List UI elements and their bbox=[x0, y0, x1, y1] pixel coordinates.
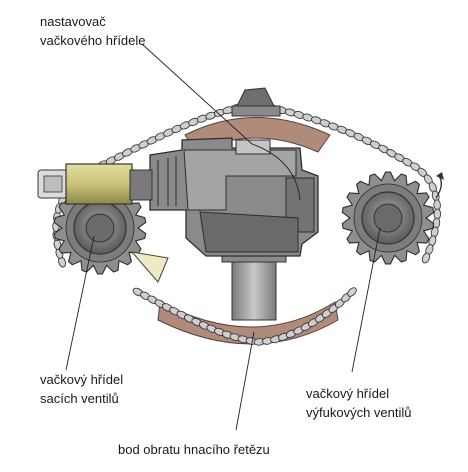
label-exhaust-camshaft-line2: výfukových ventilů bbox=[306, 405, 412, 420]
label-chain-turning-point: bod obratu hnacího řetězu bbox=[118, 442, 270, 457]
leader-cam-adjuster-curve bbox=[251, 143, 301, 201]
label-intake-camshaft-line2: sacích ventilů bbox=[40, 391, 119, 406]
intake-camshaft-sprocket bbox=[53, 181, 147, 275]
leader-exhaust-camshaft bbox=[351, 227, 381, 373]
chain-tensioner-top bbox=[231, 87, 281, 117]
adjuster-shaft bbox=[221, 251, 287, 321]
curved-arrow-icon bbox=[435, 172, 444, 199]
label-intake-camshaft: vačkový hřídel sacích ventilů bbox=[40, 370, 123, 408]
timing-chain-lower bbox=[132, 287, 357, 346]
label-intake-camshaft-line1: vačkový hřídel bbox=[40, 372, 124, 387]
leader-chain-turning-point bbox=[235, 331, 255, 431]
cam-adjuster-housing bbox=[149, 137, 319, 257]
chain-link bbox=[421, 252, 431, 264]
solenoid-valve bbox=[37, 163, 153, 205]
label-exhaust-camshaft: vačkový hřídel výfukových ventilů bbox=[306, 384, 412, 422]
exhaust-camshaft-sprocket bbox=[341, 171, 435, 265]
intake-cam-lobe bbox=[130, 251, 169, 283]
label-exhaust-camshaft-line1: vačkový hřídel bbox=[306, 386, 390, 401]
chain-link bbox=[347, 287, 357, 297]
label-cam-adjuster: nastavovač vačkového hřídele bbox=[40, 12, 146, 50]
leader-cam-adjuster bbox=[141, 43, 253, 145]
leader-intake-camshaft bbox=[65, 235, 95, 371]
label-cam-adjuster-line1: nastavovač bbox=[40, 14, 106, 29]
leader-lines bbox=[65, 43, 381, 431]
label-cam-adjuster-line2: vačkového hřídele bbox=[40, 33, 146, 48]
